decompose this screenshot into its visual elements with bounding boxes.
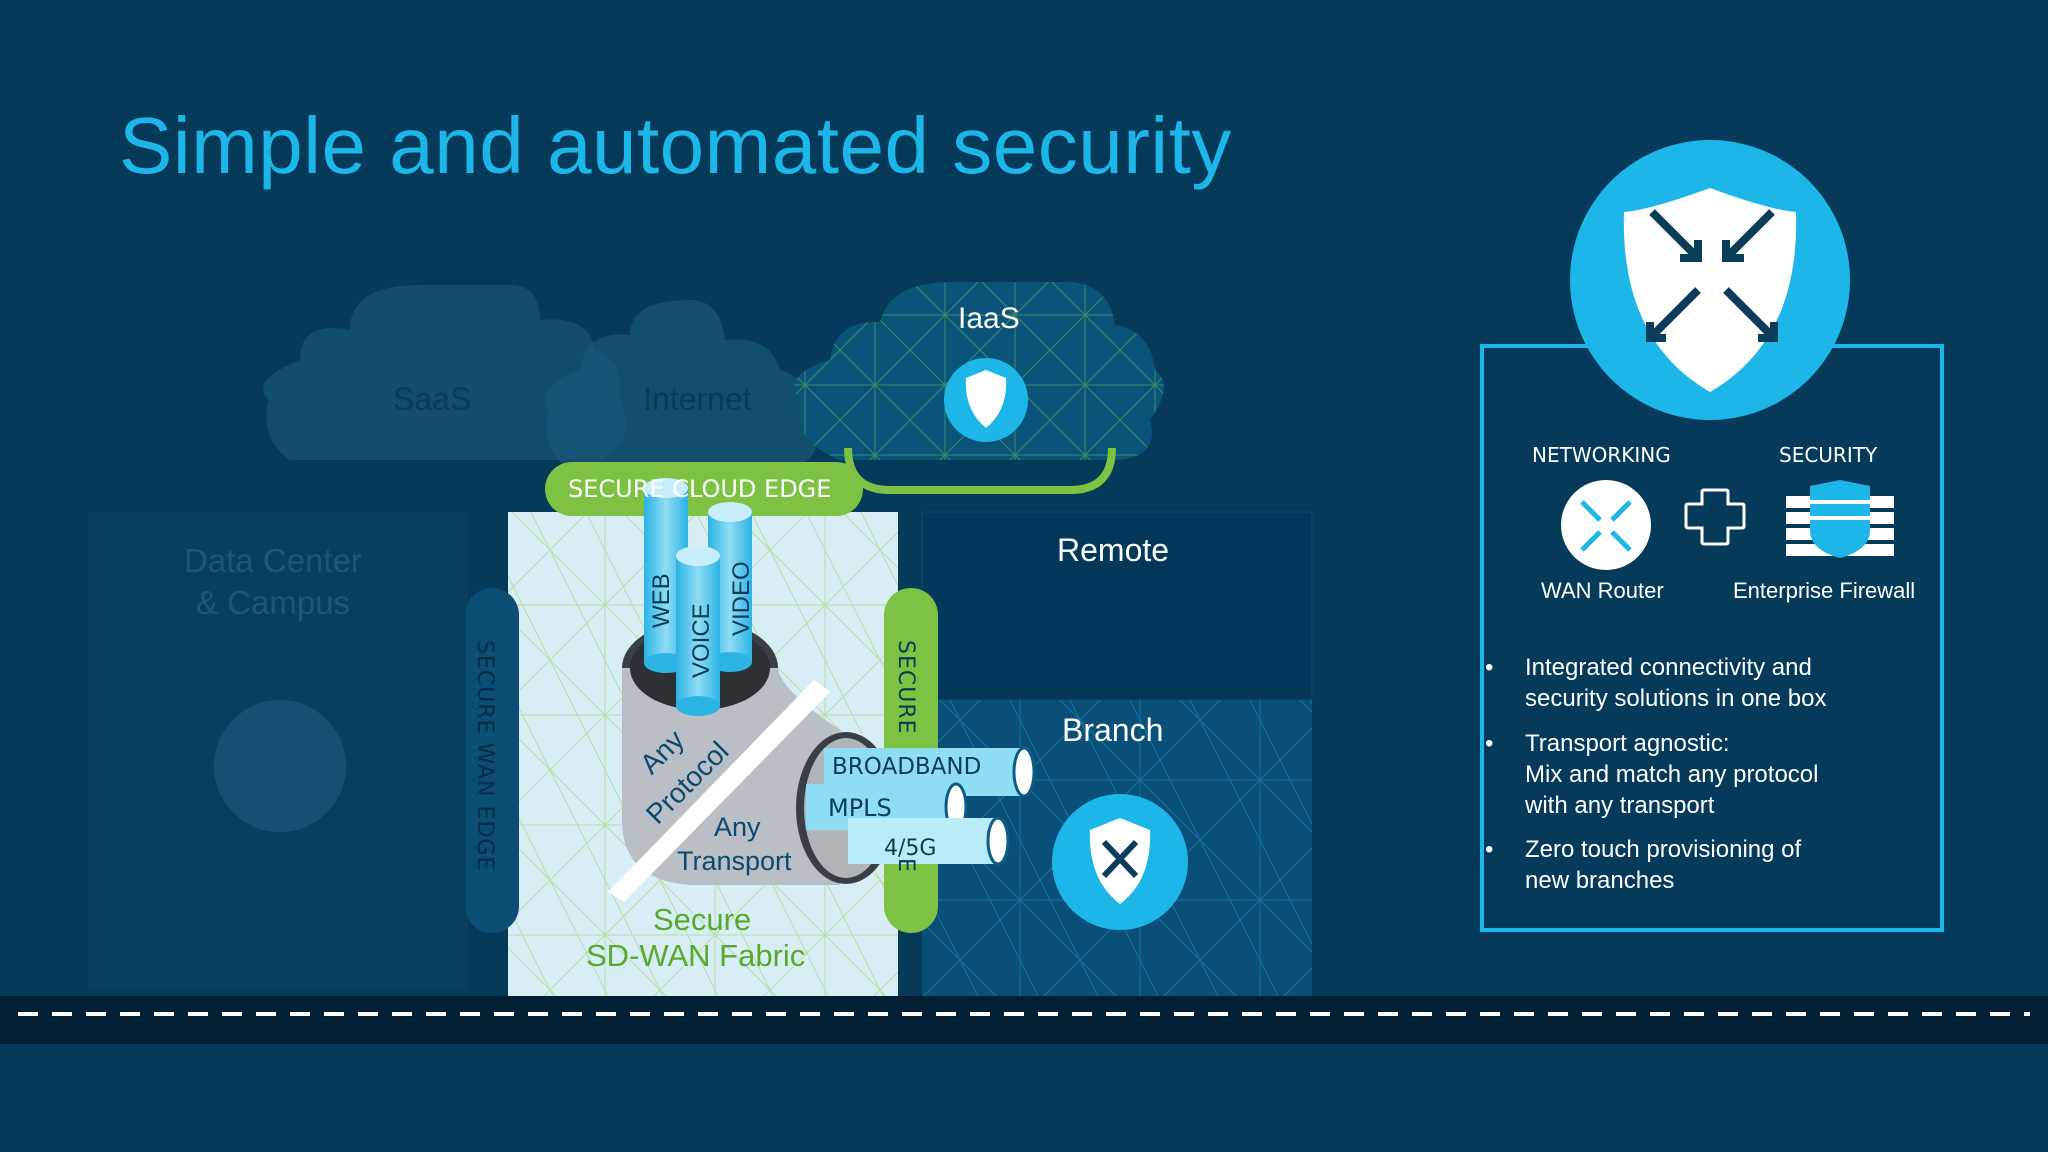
bullet-line: Transport agnostic: <box>1525 730 1730 757</box>
internet-cloud <box>545 300 817 470</box>
wan-router-label: WAN Router <box>1541 578 1664 603</box>
bullet-icon: • <box>1485 836 1494 863</box>
secure-right-tail-label: E <box>893 858 918 872</box>
networking-label: NETWORKING <box>1532 443 1671 467</box>
bullet-line: with any transport <box>1525 792 1715 819</box>
protocol-web-label: WEB <box>648 573 675 628</box>
bullet-line: Zero touch provisioning of <box>1525 836 1802 863</box>
diagonal-divider <box>608 680 830 902</box>
fabric-label-line1: Secure <box>653 902 752 937</box>
plus-icon <box>1684 488 1746 546</box>
bullet-icon: • <box>1485 654 1494 681</box>
bullet-item: • Integrated connectivity and security s… <box>1485 652 1827 714</box>
data-center-device-icon <box>214 700 346 832</box>
protocol-voice-label: VOICE <box>688 603 715 678</box>
enterprise-firewall-icon <box>1786 480 1894 558</box>
saas-cloud <box>263 285 627 460</box>
fabric-label-line2: SD-WAN Fabric <box>586 938 806 973</box>
wan-router-icon <box>1561 480 1651 570</box>
transport-tubes <box>806 746 1036 866</box>
secure-cloud-edge-label: SECURE CLOUD EDGE <box>568 475 832 503</box>
bullet-icon: • <box>1485 730 1494 757</box>
any-transport-line1: Any <box>714 812 761 842</box>
bullet-line: Mix and match any protocol <box>1525 761 1819 788</box>
road-band <box>0 996 2048 1044</box>
bullet-line: security solutions in one box <box>1525 685 1827 712</box>
secure-wan-edge-label: SECURE WAN EDGE <box>472 640 497 872</box>
secure-cloud-edge-pill <box>545 462 863 516</box>
bullet-line: Integrated connectivity and <box>1525 654 1812 681</box>
transport-45g-label: 4/5G <box>884 836 937 861</box>
bullet-item: • Transport agnostic: Mix and match any … <box>1485 728 1819 821</box>
campus-label: & Campus <box>196 584 351 621</box>
remote-label: Remote <box>1057 532 1170 568</box>
data-center-label: Data Center <box>184 542 362 579</box>
transport-mpls-label: MPLS <box>828 794 892 822</box>
internet-label: Internet <box>643 381 752 417</box>
slide-title: Simple and automated security <box>119 101 1232 190</box>
iaas-label: IaaS <box>958 302 1020 335</box>
protocol-video-label: VIDEO <box>728 561 755 636</box>
enterprise-firewall-label: Enterprise Firewall <box>1733 578 1916 603</box>
bullet-item: • Zero touch provisioning of new branche… <box>1485 834 1802 896</box>
bullet-line: new branches <box>1525 867 1675 894</box>
branch-label: Branch <box>1062 712 1164 748</box>
any-transport-line2: Transport <box>677 846 792 876</box>
secure-wan-edge-pill <box>465 588 519 933</box>
transport-broadband-label: BROADBAND <box>832 754 982 780</box>
protocol-cylinders <box>644 478 752 716</box>
security-label: SECURITY <box>1779 443 1878 467</box>
secure-right-label: SECURE <box>893 640 918 735</box>
saas-label: SaaS <box>393 381 472 417</box>
remote-panel <box>921 511 1313 701</box>
